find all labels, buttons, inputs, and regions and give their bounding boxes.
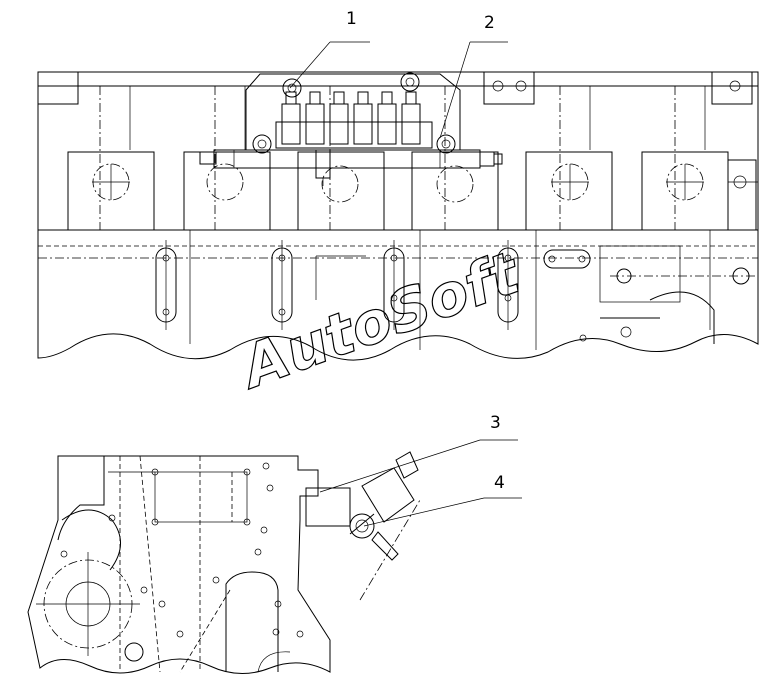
watermark: AutoSoft xyxy=(230,238,530,403)
side-view xyxy=(27,451,421,674)
callout-2: 2 xyxy=(484,13,495,33)
top-view xyxy=(37,71,759,361)
callout-leader-1 xyxy=(289,41,370,89)
pump-elements xyxy=(275,91,433,149)
callout-leader-3 xyxy=(319,439,518,493)
callout-leader-2 xyxy=(439,41,508,139)
callout-leader-4 xyxy=(363,497,522,527)
callout-3: 3 xyxy=(490,413,501,433)
pump-side xyxy=(305,451,421,601)
callout-1: 1 xyxy=(346,9,357,29)
callout-4: 4 xyxy=(494,473,505,493)
